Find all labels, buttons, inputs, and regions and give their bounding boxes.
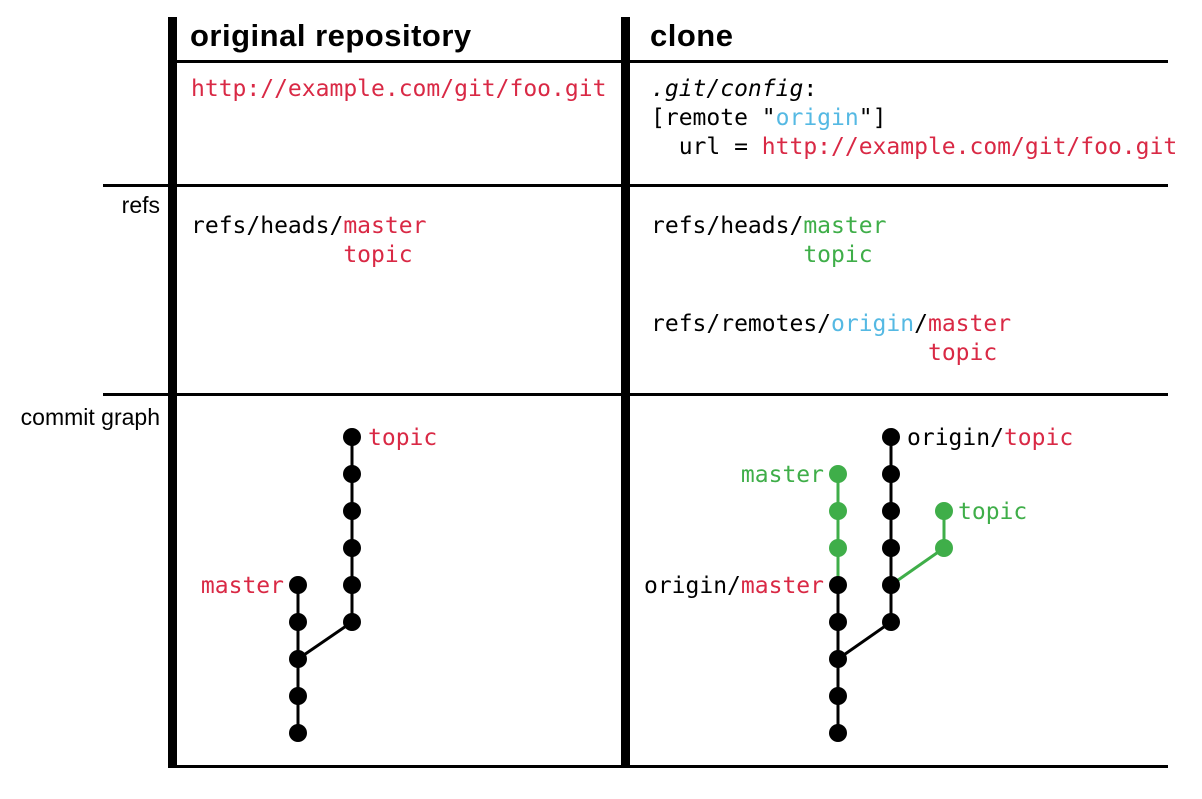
clone-commit-node bbox=[935, 502, 953, 520]
original-commit-node bbox=[289, 576, 307, 594]
original-refs-list: refs/heads/master refs/heads/topic bbox=[191, 212, 426, 270]
original-repository-header: original repository bbox=[190, 18, 472, 53]
config-file-path: .git/config bbox=[651, 76, 804, 102]
original-commit-edge bbox=[297, 620, 353, 661]
clone-topic-ref: topic bbox=[803, 242, 873, 268]
original-column-border-bar bbox=[168, 17, 177, 768]
slash-separator: / bbox=[914, 311, 928, 337]
original-branch-label: master bbox=[201, 573, 284, 599]
remote-name: origin bbox=[775, 105, 859, 131]
clone-commit-node bbox=[935, 539, 953, 557]
config-url-key: url = bbox=[651, 134, 762, 160]
bottom-border-line bbox=[168, 765, 1168, 768]
refs-heads-prefix: refs/heads/ bbox=[191, 213, 344, 239]
remote-refs-topic-line: refs/remotes/origin/topic bbox=[651, 339, 1011, 368]
clone-commit-node bbox=[882, 502, 900, 520]
original-commit-node bbox=[343, 613, 361, 631]
config-remote-section-line: [remote "origin"] bbox=[651, 104, 1177, 133]
clone-commit-node bbox=[829, 650, 847, 668]
original-commit-node bbox=[289, 613, 307, 631]
clone-commit-node bbox=[882, 539, 900, 557]
refs-row-divider-line bbox=[103, 184, 1168, 187]
clone-commit-node bbox=[882, 465, 900, 483]
refs-heads-prefix: refs/heads/ bbox=[651, 213, 804, 239]
clone-commit-node bbox=[829, 724, 847, 742]
original-branch-label: topic bbox=[368, 425, 437, 451]
original-commit-node bbox=[289, 650, 307, 668]
clone-commit-node bbox=[882, 613, 900, 631]
original-commit-node bbox=[289, 724, 307, 742]
remote-topic-ref: topic bbox=[927, 340, 998, 366]
clone-branch-label: topic bbox=[958, 499, 1027, 525]
original-url-text: http://example.com/git/foo.git bbox=[191, 76, 607, 102]
clone-branch-label: origin/topic bbox=[907, 425, 1073, 451]
clone-commit-node bbox=[829, 687, 847, 705]
clone-commit-node bbox=[829, 465, 847, 483]
original-commit-node bbox=[343, 465, 361, 483]
commit-graph-row-divider-line bbox=[103, 393, 1168, 396]
config-url-line: url = http://example.com/git/foo.git bbox=[651, 133, 1178, 162]
clone-master-ref: master bbox=[803, 213, 887, 239]
clone-branch-label: master bbox=[741, 462, 824, 488]
clone-commit-node bbox=[829, 502, 847, 520]
remote-section-close: "] bbox=[858, 105, 887, 131]
clone-refs-master-line: refs/heads/master bbox=[651, 212, 886, 241]
original-topic-ref: topic bbox=[343, 242, 413, 268]
clone-remote-refs-list: refs/remotes/origin/master refs/remotes/… bbox=[651, 310, 1011, 368]
original-master-ref: master bbox=[343, 213, 427, 239]
row-label-commit-graph: commit graph bbox=[20, 404, 160, 430]
clone-commit-node bbox=[829, 576, 847, 594]
remote-section-open: [remote " bbox=[651, 105, 776, 131]
original-commit-node bbox=[343, 539, 361, 557]
clone-refs-topic-line: refs/heads/topic bbox=[651, 241, 886, 270]
original-commit-node bbox=[343, 576, 361, 594]
refs-remotes-prefix: refs/remotes/ bbox=[651, 311, 832, 337]
header-divider-line bbox=[168, 60, 1168, 63]
original-refs-topic-line: refs/heads/topic bbox=[191, 241, 426, 270]
row-label-refs: refs bbox=[121, 192, 160, 218]
original-commit-node bbox=[343, 428, 361, 446]
remote-master-ref: master bbox=[927, 311, 1012, 337]
remote-name: origin bbox=[831, 311, 915, 337]
clone-commit-edge bbox=[890, 546, 945, 587]
clone-local-refs-list: refs/heads/master refs/heads/topic bbox=[651, 212, 886, 270]
remote-refs-master-line: refs/remotes/origin/master bbox=[651, 310, 1011, 339]
config-file-colon: : bbox=[803, 76, 818, 102]
config-file-line: .git/config: bbox=[651, 75, 1177, 104]
original-commit-node bbox=[289, 687, 307, 705]
clone-commit-edge bbox=[837, 620, 892, 661]
clone-commit-node bbox=[882, 576, 900, 594]
config-url-value: http://example.com/git/foo.git bbox=[761, 134, 1178, 160]
original-repo-url: http://example.com/git/foo.git bbox=[191, 75, 606, 104]
original-commit-node bbox=[343, 502, 361, 520]
clone-branch-label: origin/master bbox=[644, 573, 824, 599]
clone-header: clone bbox=[650, 18, 734, 53]
clone-commit-node bbox=[829, 539, 847, 557]
clone-commit-node bbox=[882, 428, 900, 446]
original-refs-master-line: refs/heads/master bbox=[191, 212, 426, 241]
clone-column-border-bar bbox=[621, 17, 630, 768]
git-config-block: .git/config: [remote "origin"] url = htt… bbox=[651, 75, 1177, 162]
clone-commit-node bbox=[829, 613, 847, 631]
